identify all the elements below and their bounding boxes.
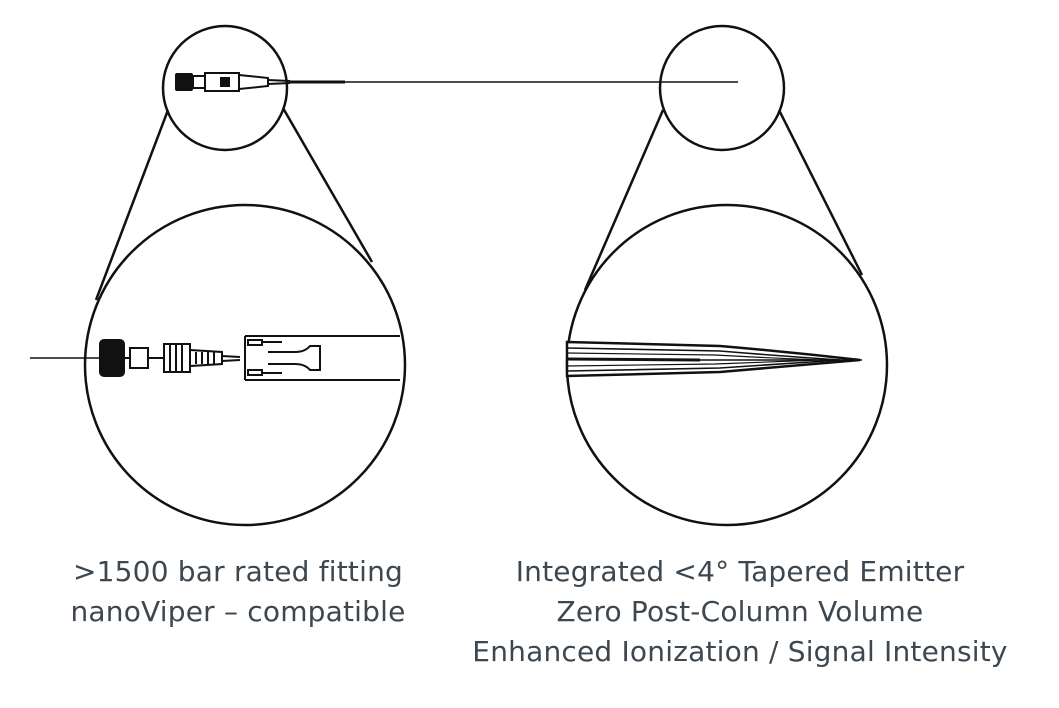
left-zoom-line-right [281,107,374,263]
right-caption-line-3: Enhanced Ionization / Signal Intensity [472,635,1008,668]
right-zoom-line-left [583,109,665,291]
left-zoom-line-left [94,109,170,301]
right-caption-line-1: Integrated <4° Tapered Emitter [515,555,965,588]
emitter-detail [565,340,862,378]
left-caption-line-2: nanoViper – compatible [70,595,406,628]
right-overview-circle [658,24,786,152]
left-caption: >1500 bar rated fitting nanoViper – comp… [18,552,458,632]
column-overview [175,72,738,92]
right-caption-line-2: Zero Post-Column Volume [556,595,924,628]
right-caption: Integrated <4° Tapered Emitter Zero Post… [455,552,1025,672]
fitting-detail [30,335,400,381]
left-caption-line-1: >1500 bar rated fitting [72,555,403,588]
left-magnified-circle [83,203,407,527]
right-zoom-line-right [777,109,864,276]
left-overview-circle [161,24,289,152]
